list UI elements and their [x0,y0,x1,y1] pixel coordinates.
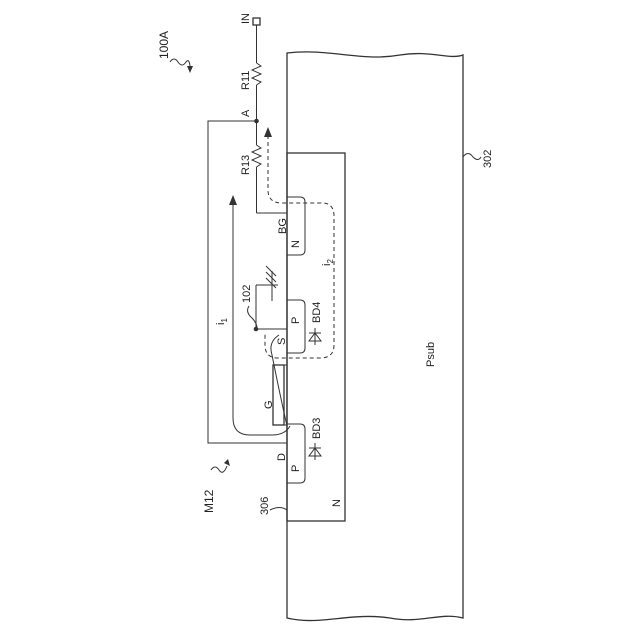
input-terminal-box [253,18,260,25]
label-r11: R11 [240,71,252,90]
resistor-r13 [252,145,261,167]
drain-p-region [287,424,305,483]
substrate-outline [287,52,463,621]
current-i1-arrowhead [229,195,237,205]
label-in: IN [240,13,252,24]
label-306: 306 [259,497,271,515]
label-d: D [276,453,288,461]
gate-electrode [273,365,284,425]
resistor-r11 [252,63,261,85]
label-a: A [240,109,252,117]
label-100a: 100A [157,31,171,59]
label-bg: BG [277,218,289,234]
label-102: 102 [241,285,253,303]
label-bg-region: N [290,240,302,248]
wavy-arrow-100a [170,59,190,66]
label-well-n: N [331,499,343,507]
label-302: 302 [482,150,494,168]
label-drain-region: P [290,465,302,472]
label-bd4: BD4 [311,302,323,323]
current-i2-arrowhead [264,127,272,137]
label-source-region: P [290,317,302,324]
wavy-arrow-m12 [211,466,227,472]
label-bd3: BD3 [311,418,323,439]
label-g: G [263,400,275,409]
leader-302 [463,154,481,160]
leader-306 [270,508,287,511]
source-p-region [287,300,305,353]
label-i1: i1 [215,318,229,325]
label-i2: i2 [321,259,335,266]
label-m12: M12 [202,489,216,513]
label-psub: Psub [425,342,437,367]
label-s: S [276,338,288,345]
diode-bd4-icon [309,328,321,345]
label-r13: R13 [240,155,252,175]
diode-bd3-icon [309,443,321,460]
